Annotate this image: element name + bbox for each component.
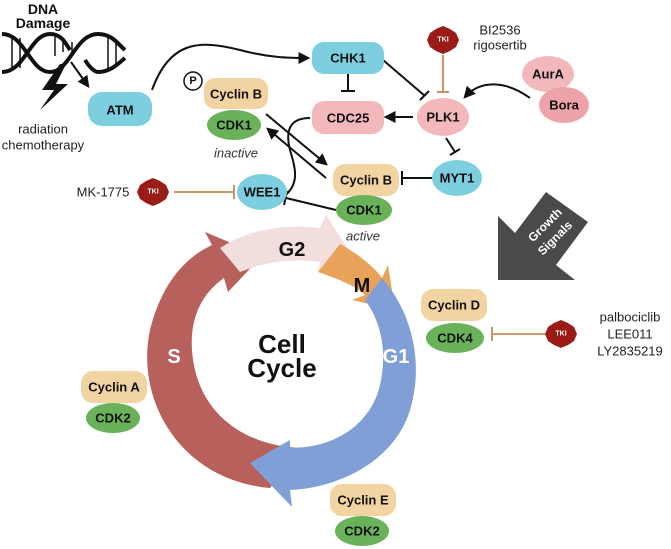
cyclind-node — [421, 289, 487, 321]
cycle-center-line1: Cell — [258, 329, 306, 359]
damage-source-chemotherapy: chemotherapy — [2, 138, 85, 153]
phase-g1-arc — [250, 278, 416, 507]
cdk4-drug-1: palbociclib — [600, 310, 661, 325]
phase-g1-label: G1 — [383, 346, 410, 368]
cdk4-drug-2: LEE011 — [607, 327, 652, 342]
phase-g2-label: G2 — [279, 239, 306, 261]
plk1-node — [417, 98, 469, 136]
tki-plk1-badge: TKI — [427, 26, 459, 54]
title-line1: DNA — [28, 1, 58, 17]
cycline-label: Cyclin E — [337, 493, 389, 508]
phospho-label: P — [189, 75, 196, 87]
active-to-inactive-arrow — [266, 127, 327, 179]
growth-signals-arrow: Growth Signals — [498, 192, 588, 280]
damage-source-radiation: radiation — [18, 122, 68, 137]
svg-text:TKI: TKI — [147, 189, 158, 196]
chk1-inhibits-plk1 — [382, 59, 426, 97]
lightning-bolt-icon — [40, 64, 68, 110]
cyclina-label: Cyclin A — [88, 380, 140, 395]
svg-text:TKI: TKI — [555, 331, 566, 338]
phase-m-label: M — [354, 275, 371, 297]
cdk1-active-label: CDK1 — [346, 203, 381, 218]
cyclinb-inactive-label: Cyclin B — [210, 87, 262, 102]
cdk1-inactive-label: CDK1 — [216, 118, 251, 133]
bora-label: Bora — [549, 98, 579, 113]
inactive-to-active-arrow — [265, 113, 328, 166]
cyclinb-active-label: Cyclin B — [340, 173, 392, 188]
cdk2-e-node — [335, 516, 389, 546]
cdk4-label: CDK4 — [437, 331, 473, 346]
cdk2-e-label: CDK2 — [344, 524, 379, 539]
plk1-inhibits-myt1 — [445, 137, 456, 153]
atm-label: ATM — [106, 103, 133, 118]
cycline-node — [330, 484, 396, 516]
cdc25-node — [312, 101, 384, 134]
cyclinb-inactive-node — [204, 78, 268, 109]
chk1-node — [312, 42, 384, 74]
cyclinb-active-node — [333, 164, 399, 196]
myt1-label: MYT1 — [440, 171, 475, 186]
cdk4-drug-3: LY2835219 — [597, 344, 663, 359]
chk1-label: CHK1 — [330, 51, 365, 66]
myt1-node — [432, 160, 482, 196]
wee1-drug-1: MK-1775 — [77, 185, 130, 200]
tki-cdk4-badge: TKI — [545, 320, 577, 348]
cdk1-inactive-node — [207, 110, 261, 140]
cdk1-active-node — [336, 195, 392, 225]
phase-s-arc — [147, 232, 300, 488]
dna-helix-icon — [1, 31, 127, 75]
active-label: active — [346, 229, 380, 244]
aura-node — [522, 56, 574, 92]
cdk1-inhibits-wee1 — [285, 197, 337, 211]
cyclina-node — [81, 371, 147, 403]
atm-node — [88, 92, 152, 126]
title-line2: Damage — [16, 15, 71, 31]
cdc25-curve — [281, 117, 311, 199]
phase-g2-arc — [220, 215, 356, 272]
wee1-label: WEE1 — [244, 185, 281, 200]
plk1-drug-1: BI2536 — [479, 23, 520, 38]
inactive-label: inactive — [214, 146, 258, 161]
svg-text:TKI: TKI — [437, 37, 448, 44]
cycle-center-line2: Cycle — [247, 353, 316, 383]
bora-node — [539, 87, 589, 123]
atm-to-chk1-arrow — [151, 43, 311, 91]
aura-bora-to-plk1-arrow — [463, 83, 531, 99]
cyclind-label: Cyclin D — [428, 298, 480, 313]
phospho-icon — [183, 71, 203, 91]
phase-s-label: S — [167, 346, 180, 368]
cdk2-a-label: CDK2 — [95, 411, 130, 426]
dna-to-atm-arrow — [70, 61, 90, 88]
cdk4-node — [426, 323, 484, 353]
wee1-node — [237, 174, 287, 210]
plk1-drug-2: rigosertib — [473, 38, 526, 53]
cdk2-a-node — [86, 403, 140, 433]
plk1-label: PLK1 — [426, 110, 459, 125]
tki-wee1-badge: TKI — [137, 178, 169, 206]
cdc25-label: CDC25 — [327, 111, 370, 126]
aura-label: AurA — [532, 67, 564, 82]
